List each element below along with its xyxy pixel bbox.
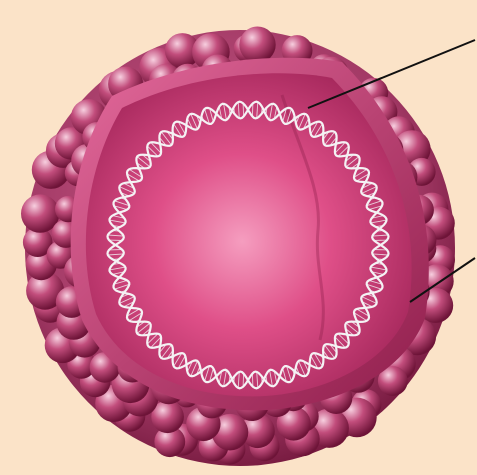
dna-base-pair <box>252 103 253 116</box>
surface-globule <box>239 27 275 63</box>
cell-interior <box>86 73 412 396</box>
dna-base-pair <box>243 374 244 387</box>
dna-base-pair <box>252 374 253 387</box>
dna-base-pair <box>243 103 244 116</box>
